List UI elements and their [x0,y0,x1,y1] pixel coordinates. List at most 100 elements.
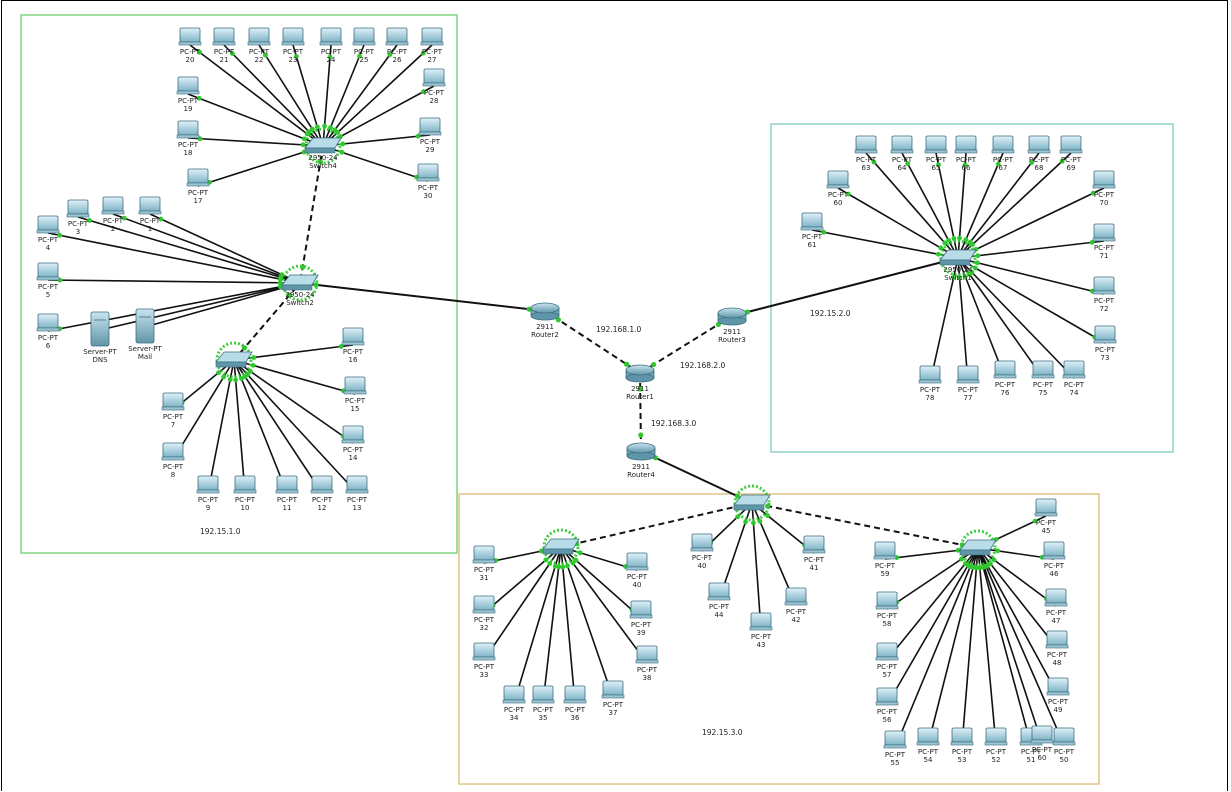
pc-node[interactable]: PC-PT3 [66,199,90,236]
pc-node[interactable]: PC-PT8 [161,442,185,479]
pc-node[interactable]: PC-PT5 [36,262,60,299]
pc-number-label: 60 [834,199,843,207]
pc-number-label: 74 [1070,389,1079,397]
port-indicator [196,95,202,101]
switch-node[interactable] [215,341,253,379]
port-indicator [251,355,257,360]
access-link [187,93,324,147]
pc-node[interactable]: PC-PT1 [138,196,162,233]
pc-node[interactable]: PC-PT9 [196,475,220,512]
access-link [977,547,1057,607]
pc-node[interactable]: PC-PT7 [161,392,185,429]
pc-number-label: 54 [924,756,933,764]
server-name-label: Mail [138,353,152,361]
pc-type-label: PC-PT [343,446,364,454]
switch-node[interactable] [542,528,580,566]
switch-node[interactable] [733,484,771,522]
pc-node[interactable]: PC-PT6 [36,313,60,350]
pc-node[interactable]: PC-PT4 [36,215,60,252]
switch-node[interactable] [959,529,997,567]
pc-node[interactable]: PC-PT2 [101,196,125,233]
